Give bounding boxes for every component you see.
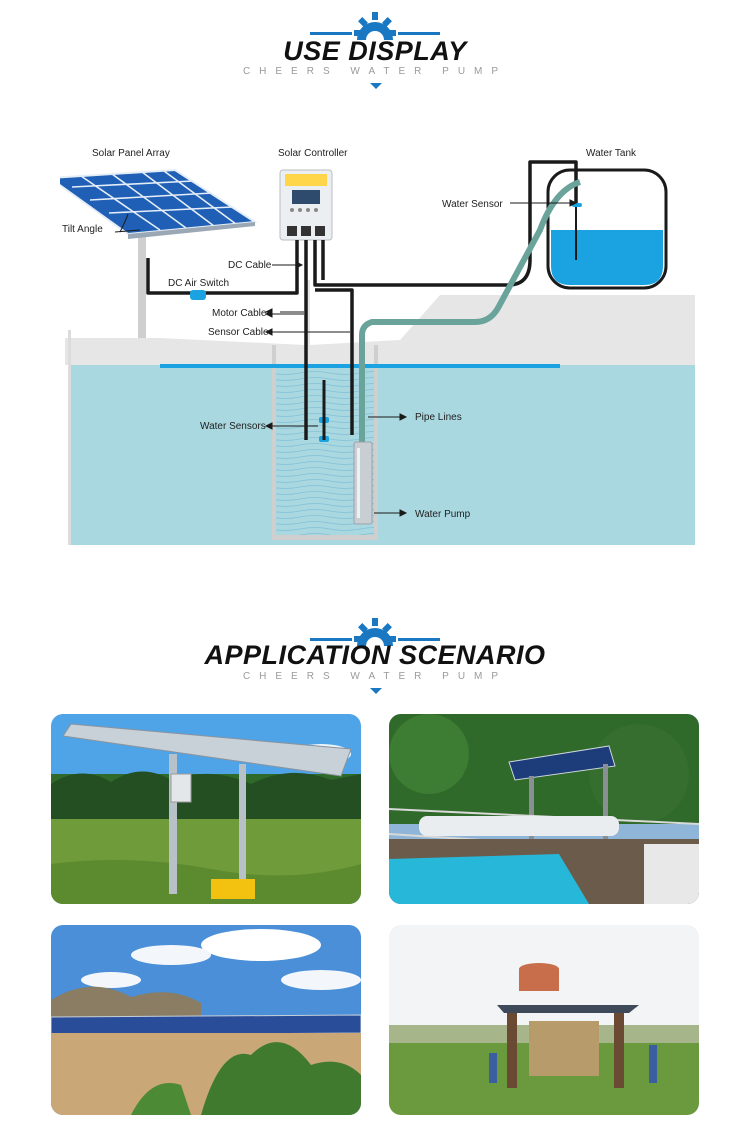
section-subtitle: CHEERS WATER PUMP bbox=[242, 671, 508, 682]
water-pump bbox=[353, 441, 373, 525]
label-water-tank: Water Tank bbox=[586, 148, 637, 159]
title-line-right bbox=[398, 638, 440, 641]
solar-pump-diagram: Solar Panel Array Solar Controller Water… bbox=[60, 148, 695, 545]
label-dc-cable: DC Cable bbox=[228, 260, 272, 271]
swimming-pool-photo bbox=[389, 714, 699, 904]
water-tower-photo bbox=[389, 925, 699, 1115]
use-display-header: USE DISPLAY CHEERS WATER PUMP bbox=[0, 10, 750, 100]
title-line-left bbox=[310, 638, 352, 641]
label-motor-cable: Motor Cable bbox=[212, 308, 267, 319]
dc-air-switch bbox=[190, 290, 206, 300]
label-water-sensor: Water Sensor bbox=[442, 199, 503, 210]
label-solar-panel-array: Solar Panel Array bbox=[92, 148, 170, 159]
label-solar-controller: Solar Controller bbox=[278, 148, 348, 159]
label-sensor-cable: Sensor Cable bbox=[208, 327, 269, 338]
label-tilt-angle: Tilt Angle bbox=[62, 224, 103, 235]
label-pipe-lines: Pipe Lines bbox=[415, 412, 462, 423]
label-water-sensors: Water Sensors bbox=[200, 421, 266, 432]
section-title: USE DISPLAY bbox=[283, 36, 467, 66]
section-title: APPLICATION SCENARIO bbox=[204, 640, 546, 670]
solar-controller bbox=[279, 169, 333, 241]
solar-farm-photo bbox=[51, 925, 361, 1115]
pipe-lines bbox=[359, 179, 582, 445]
label-dc-air-switch: DC Air Switch bbox=[168, 278, 229, 289]
application-scenario-header: APPLICATION SCENARIO CHEERS WATER PUMP bbox=[0, 616, 750, 706]
solar-panel-array bbox=[60, 168, 258, 239]
gear-icon bbox=[354, 618, 396, 646]
title-line-left bbox=[310, 32, 352, 35]
solar-field-photo bbox=[51, 714, 361, 904]
down-triangle-icon bbox=[370, 688, 382, 694]
title-line-right bbox=[398, 32, 440, 35]
ground bbox=[65, 270, 695, 365]
label-water-pump: Water Pump bbox=[415, 509, 471, 520]
gear-icon bbox=[354, 12, 396, 40]
down-triangle-icon bbox=[370, 83, 382, 89]
section-subtitle: CHEERS WATER PUMP bbox=[242, 66, 508, 77]
